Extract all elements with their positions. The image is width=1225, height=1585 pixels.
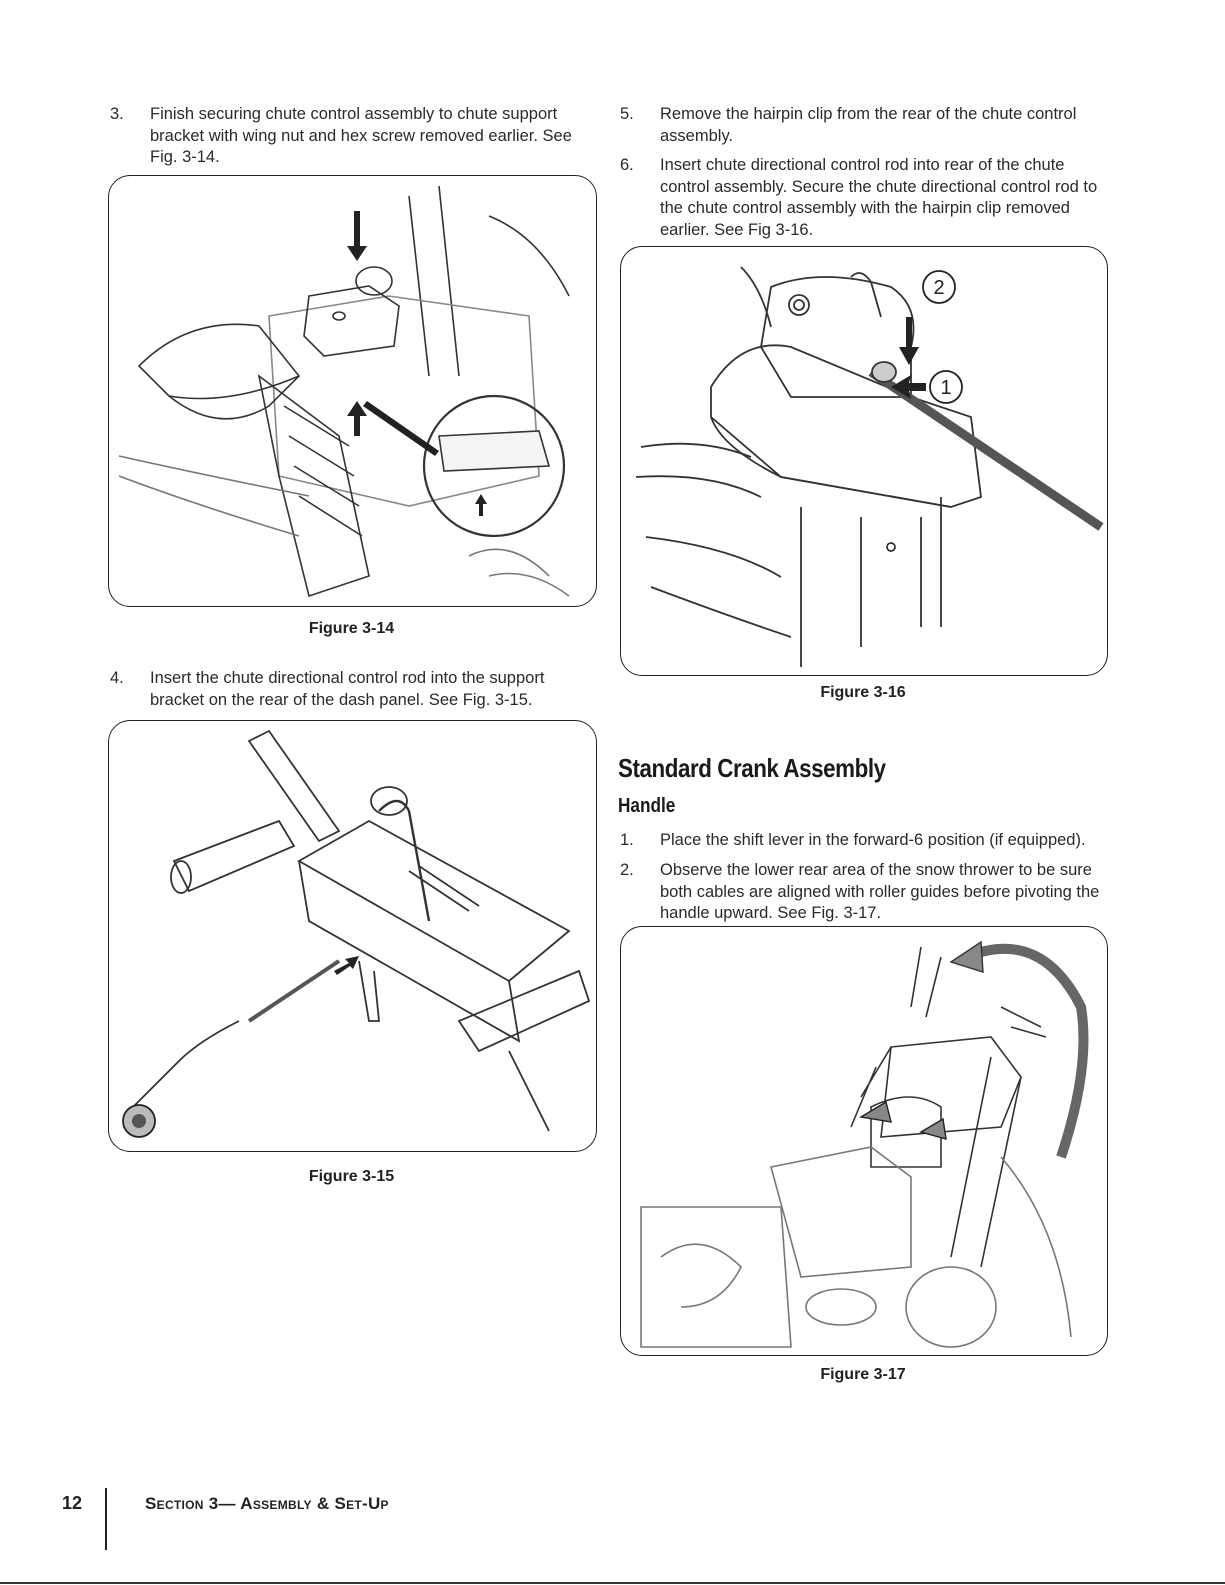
callout-2: 2 — [933, 277, 944, 299]
figure-3-17-caption: Figure 3-17 — [820, 1366, 906, 1383]
step-number: 1. — [620, 831, 634, 849]
figure-3-14-illustration — [108, 175, 597, 607]
subsection-heading: Handle — [618, 795, 676, 817]
footer-divider — [105, 1488, 107, 1550]
chute-control-assembly-drawing — [118, 185, 570, 598]
dash-panel-rod-drawing — [122, 729, 591, 1138]
step-number: 4. — [110, 669, 124, 687]
step-text: Insert the chute directional control rod… — [150, 669, 545, 709]
step-number: 3. — [110, 105, 124, 123]
figure-3-17-illustration — [620, 926, 1108, 1356]
step-text: Observe the lower rear area of the snow … — [660, 861, 1100, 922]
chute-control-hairpin-drawing: 2 1 — [635, 266, 1104, 667]
bottom-rule — [0, 1582, 1225, 1584]
figure-3-16-illustration: 2 1 — [620, 246, 1108, 676]
page-number: 12 — [62, 1493, 83, 1513]
step-number: 6. — [620, 156, 634, 174]
callout-1: 1 — [940, 377, 951, 399]
figure-3-15-illustration — [108, 720, 597, 1152]
handle-pivot-drawing — [640, 940, 1089, 1348]
step-text: Finish securing chute control assembly t… — [150, 105, 572, 166]
figure-3-14-caption: Figure 3-14 — [308, 620, 395, 637]
footer-section-title: Section 3— Assembly & Set-Up — [145, 1494, 389, 1513]
step-number: 2. — [620, 861, 634, 879]
step-number: 5. — [620, 105, 634, 123]
figure-3-15-caption: Figure 3-15 — [308, 1168, 395, 1185]
section-heading: Standard Crank Assembly — [618, 753, 886, 783]
figure-3-16-caption: Figure 3-16 — [820, 684, 906, 701]
step-text: Remove the hairpin clip from the rear of… — [660, 105, 1077, 145]
step-text: Insert chute directional control rod int… — [660, 156, 1098, 239]
step-text: Place the shift lever in the forward-6 p… — [660, 831, 1086, 849]
